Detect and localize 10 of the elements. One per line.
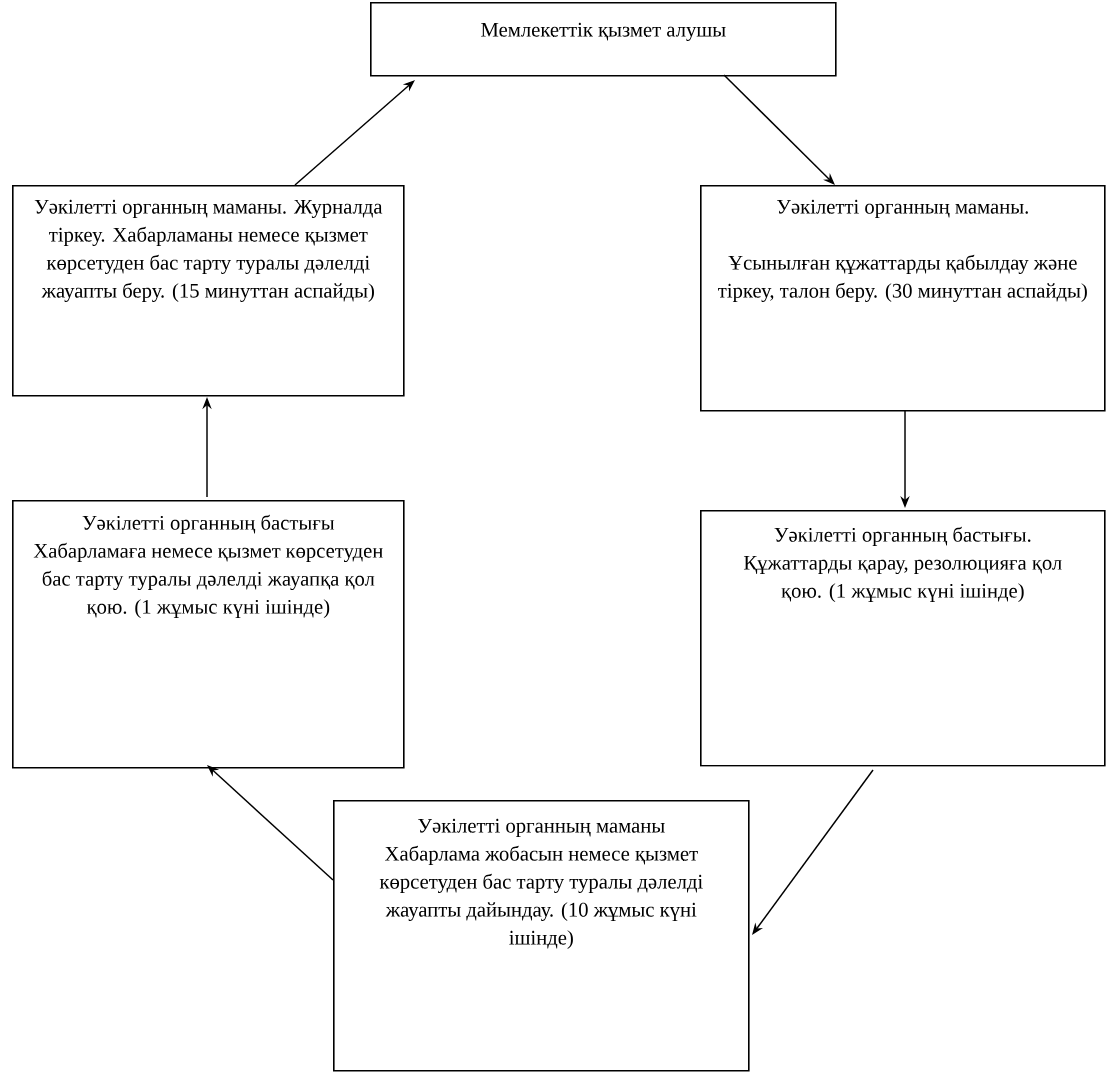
arrow <box>294 80 415 186</box>
process-box: Уәкілетті органның маманы. Журналда тіркеу. Хабарламаны немесе қызмет көрсетуден бас тарту туралы дәлелді жауапты беру. (15 минуттан аспайды) <box>12 185 405 397</box>
arrow <box>752 769 874 935</box>
process-box: Уәкілетті органның бастығы Хабарламаға немесе қызмет көрсетуден бас тарту туралы дәлелді жауапқа қол қою. (1 жұмыс күні ішінде) <box>12 500 405 769</box>
arrow <box>723 74 835 185</box>
process-box: Уәкілетті органның маманы Хабарлама жобасын немесе қызмет көрсетуден бас тарту туралы дәлелді жауапты дайындау. (10 жұмыс күні ішінде) <box>333 800 750 1072</box>
process-box: Уәкілетті органның маманы. Ұсынылған құжаттарды қабылдау және тіркеу, талон беру. (30 минуттан аспайды) <box>700 185 1106 412</box>
arrow <box>207 765 334 881</box>
process-box: Мемлекеттік қызмет алушы <box>370 2 837 77</box>
process-box: Уәкілетті органның бастығы. Құжаттарды қарау, резолюцияға қол қою. (1 жұмыс күні ішінде) <box>700 510 1106 767</box>
